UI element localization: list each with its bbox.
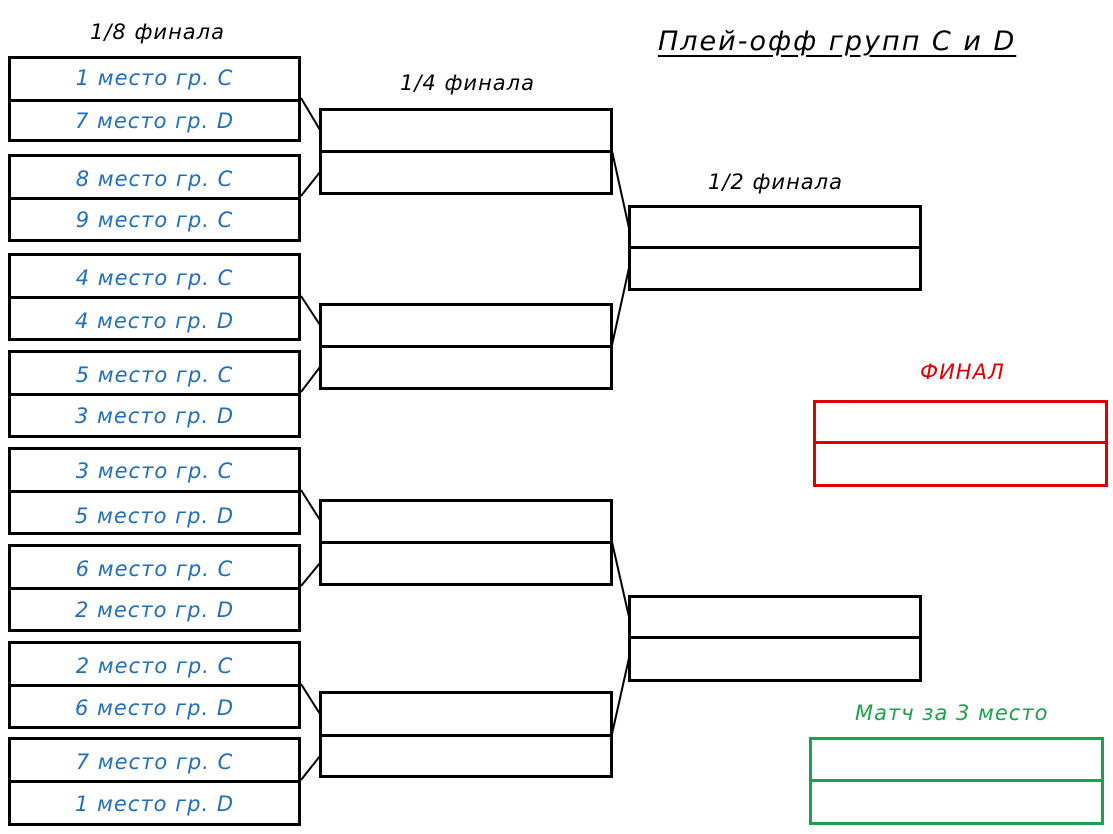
connector-qf-1-sf-1 xyxy=(611,150,630,229)
connector-qf-3-sf-2 xyxy=(611,541,630,618)
qf-match-1-divider xyxy=(322,150,610,153)
qf-match-3-divider xyxy=(322,541,610,544)
r16-match-2-divider xyxy=(11,197,298,200)
sf-match-2 xyxy=(628,595,922,682)
r16-match-2-team1[interactable]: 8 место гр. C xyxy=(75,167,234,191)
r16-match-6-team1[interactable]: 6 место гр. C xyxy=(75,557,234,581)
r16-match-4: 5 место гр. C 3 место гр. D xyxy=(8,350,301,438)
r16-match-1: 1 место гр. C 7 место гр. D xyxy=(8,56,301,142)
sf-match-1 xyxy=(628,205,922,291)
semifinal-header: 1/2 финала xyxy=(708,170,843,194)
connector-r16-4-qf-2 xyxy=(300,366,321,393)
r16-match-8-team2[interactable]: 1 место гр. D xyxy=(75,792,234,816)
connector-r16-6-qf-3 xyxy=(300,562,321,587)
connector-r16-5-qf-3 xyxy=(300,489,321,521)
r16-match-7-divider xyxy=(11,684,298,687)
r16-match-1-team1[interactable]: 1 место гр. C xyxy=(75,66,234,90)
r16-match-4-divider xyxy=(11,393,298,396)
r16-match-7-team2[interactable]: 6 место гр. D xyxy=(75,696,234,720)
round-of-16-header: 1/8 финала xyxy=(90,20,225,44)
r16-match-4-team1[interactable]: 5 место гр. C xyxy=(75,363,234,387)
r16-match-2: 8 место гр. C 9 место гр. C xyxy=(8,154,301,242)
connector-qf-2-sf-1 xyxy=(611,267,630,346)
connector-qf-4-sf-2 xyxy=(611,657,630,735)
final-match xyxy=(813,400,1108,487)
qf-match-4-divider xyxy=(322,734,610,737)
r16-match-3: 4 место гр. C 4 место гр. D xyxy=(8,253,301,341)
connector-r16-3-qf-2 xyxy=(300,295,321,326)
r16-match-8: 7 место гр. C 1 место гр. D xyxy=(8,737,301,826)
r16-match-5-team1[interactable]: 3 место гр. C xyxy=(75,459,234,483)
r16-match-8-team1[interactable]: 7 место гр. C xyxy=(75,750,234,774)
third-place-match xyxy=(809,737,1104,825)
r16-match-4-team2[interactable]: 3 место гр. D xyxy=(75,404,234,428)
quarterfinal-header: 1/4 финала xyxy=(400,71,535,95)
sf-match-2-divider xyxy=(631,636,919,639)
connector-r16-2-qf-1 xyxy=(300,171,321,197)
final-header: ФИНАЛ xyxy=(920,360,1005,384)
r16-match-1-team2[interactable]: 7 место гр. D xyxy=(75,109,234,133)
qf-match-4 xyxy=(319,691,613,778)
connector-r16-8-qf-4 xyxy=(300,755,321,781)
r16-match-5-divider xyxy=(11,490,298,493)
r16-match-7: 2 место гр. C 6 место гр. D xyxy=(8,641,301,729)
r16-match-3-team1[interactable]: 4 место гр. C xyxy=(75,266,234,290)
third-place-header: Матч за 3 место xyxy=(855,701,1049,725)
r16-match-1-divider xyxy=(11,99,298,102)
r16-match-8-divider xyxy=(11,780,298,783)
r16-match-6-divider xyxy=(11,587,298,590)
r16-match-6-team2[interactable]: 2 место гр. D xyxy=(75,598,234,622)
r16-match-2-team2[interactable]: 9 место гр. C xyxy=(75,208,234,232)
r16-match-3-divider xyxy=(11,296,298,299)
final-match-divider xyxy=(816,441,1105,444)
connector-r16-7-qf-4 xyxy=(300,683,321,715)
r16-match-6: 6 место гр. C 2 место гр. D xyxy=(8,544,301,632)
connector-r16-1-qf-1 xyxy=(300,97,321,131)
sf-match-1-divider xyxy=(631,246,919,249)
r16-match-7-team1[interactable]: 2 место гр. C xyxy=(75,654,234,678)
r16-match-5: 3 место гр. C 5 место гр. D xyxy=(8,447,301,535)
qf-match-2-divider xyxy=(322,345,610,348)
page-title: Плей-офф групп C и D xyxy=(658,26,1017,57)
qf-match-2 xyxy=(319,303,613,390)
third-place-match-divider xyxy=(812,779,1101,782)
r16-match-5-team2[interactable]: 5 место гр. D xyxy=(75,504,234,528)
r16-match-3-team2[interactable]: 4 место гр. D xyxy=(75,309,234,333)
